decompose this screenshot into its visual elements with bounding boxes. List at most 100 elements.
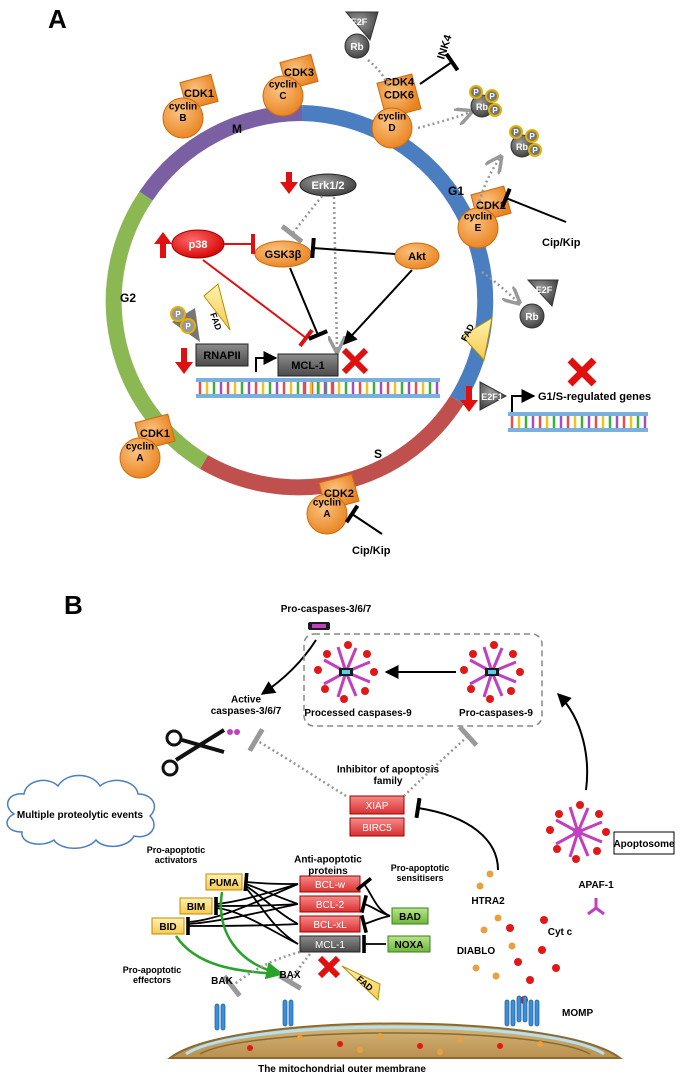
apoptosome-icon	[544, 799, 612, 865]
phase-s-label: S	[374, 447, 382, 461]
phospho-label: P	[529, 132, 535, 141]
phospho-label: P	[185, 322, 191, 331]
phospho-label: P	[473, 88, 479, 97]
dna-strip-a3	[506, 410, 650, 434]
phase-g2-label: G2	[120, 291, 136, 305]
rb-label: Rb	[525, 312, 538, 323]
kinase-label: CDK2	[476, 200, 506, 212]
cyt-c-label: Cyt c	[548, 927, 573, 938]
pro-caspases-367-label: Pro-caspases-3/6/7	[281, 604, 372, 615]
bcl2-inhibit-activators	[186, 872, 299, 945]
processed-caspase9-icon	[312, 639, 380, 705]
noxa-label: NOXA	[395, 940, 424, 951]
birc5-box	[349, 817, 405, 837]
mcl1-box-a	[277, 353, 339, 377]
bax-label: BAX	[279, 970, 300, 981]
caspase9-box	[303, 633, 543, 727]
htra2-label: HTRA2	[471, 896, 505, 907]
e2f-label: E2F	[351, 17, 368, 27]
erk-gsk-inhibition	[280, 195, 323, 244]
bak-channel-icon	[214, 1003, 226, 1031]
apoptosome-box	[613, 831, 675, 855]
fad-drug-3	[341, 965, 381, 1002]
akt-label: Akt	[408, 251, 426, 263]
cip-kip-inhibition-1	[500, 187, 567, 223]
htra2-inhibit-xiap	[414, 797, 499, 871]
apoptosome-label: Apoptosome	[613, 839, 675, 850]
down-arrow-e2f1	[460, 386, 478, 412]
bid-box	[151, 917, 185, 935]
rnapii-complex: P P RNAPII	[170, 306, 249, 367]
dotted-path-rb-cdk46	[367, 59, 390, 87]
sensitiser-inhibit-bcl2	[355, 876, 391, 953]
transcription-arrow-g1s	[511, 389, 536, 414]
akt-node	[394, 242, 440, 270]
birc5-label: BIRC5	[362, 823, 392, 834]
bid-label: BID	[159, 922, 176, 933]
bim-label: BIM	[187, 902, 205, 913]
akt-mcl1-activation	[343, 269, 413, 346]
ink4-label: INK4	[435, 33, 454, 61]
apaf1-icon	[587, 898, 605, 916]
diablo-label: DIABLO	[457, 946, 496, 957]
bak-label: BAK	[211, 976, 233, 987]
dna-strip-a2	[298, 376, 442, 400]
e2f-label: E2F	[536, 285, 553, 295]
rnapii-label: RNAPII	[203, 350, 240, 362]
e2f1-node	[479, 381, 508, 411]
mcl1-inhibit-bak	[222, 950, 301, 998]
iap-inhibit-pro-caspase9	[403, 725, 479, 797]
rb-label: Rb	[476, 102, 488, 112]
panel-b-label: B	[64, 590, 83, 620]
cip-kip-label-2: Cip/Kip	[352, 545, 391, 557]
e2f1-label: E2F1	[481, 392, 503, 402]
activator-to-bax-arrow-2	[174, 935, 283, 976]
s-arc	[199, 395, 464, 496]
multiple-events-label: Multiple proteolytic events	[17, 810, 144, 821]
phase-m-label: M	[232, 122, 242, 136]
activator-to-bax-arrow-1	[219, 891, 284, 980]
noxa-box	[387, 935, 431, 953]
rb-e2f-complex-right: E2F Rb	[519, 279, 559, 329]
bcl-2-box	[299, 895, 361, 913]
phospho-rb-2: Rb P P P	[509, 125, 542, 158]
mcl1-label-a: MCL-1	[291, 360, 325, 372]
bad-box	[391, 907, 429, 925]
pro-caspases9-label: Pro-caspases-9	[459, 708, 533, 719]
phospho-label: P	[492, 106, 498, 115]
phospho-label: P	[513, 128, 519, 137]
pro-caspase9-icon	[458, 639, 526, 705]
akt-gsk-inhibition	[310, 237, 396, 259]
active-caspase-dot-icon	[227, 729, 233, 735]
kinase-label: CDK2	[324, 488, 354, 500]
down-arrow-rnapii	[175, 348, 193, 374]
p38-label: p38	[189, 239, 208, 251]
gsk3b-label: GSK3β	[265, 249, 302, 261]
bcl-2-label: BCL-2	[316, 900, 345, 911]
rnapii-box	[195, 343, 249, 367]
active-caspase-dot-icon	[234, 729, 240, 735]
dotted-arrow-rb-e2f	[481, 270, 518, 302]
arrow-procaspase-to-active	[260, 639, 317, 695]
phospho-label: P	[175, 310, 181, 319]
bax-channel-icon	[282, 999, 294, 1027]
mcl1-box-b	[299, 935, 361, 953]
iap-inhibit-active-caspases	[247, 727, 347, 798]
gsk-mcl1-inhibition	[289, 267, 328, 341]
ink4-inhibition	[419, 52, 460, 85]
kinase-label: CDK1	[184, 88, 214, 100]
down-arrow-erk	[280, 172, 298, 194]
up-arrow-p38	[154, 232, 172, 258]
bcl-xl-label: BCL-xL	[313, 920, 347, 931]
p38-mcl1-inhibition	[202, 259, 314, 348]
